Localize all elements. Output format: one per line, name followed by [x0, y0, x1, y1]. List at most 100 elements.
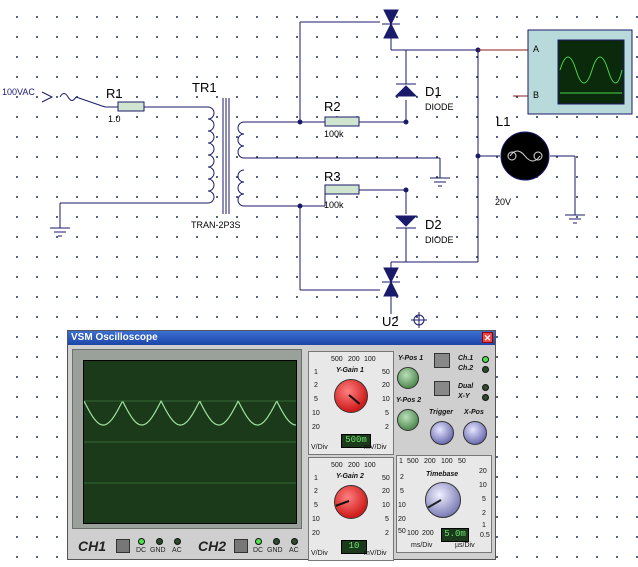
timebase-tick: 20 — [479, 468, 487, 475]
timebase-tick: 10 — [398, 502, 406, 509]
ygain2-tick: 5 — [314, 502, 318, 509]
timebase-tick: 200 — [424, 458, 436, 465]
ch2-gnd-label: GND — [267, 547, 283, 554]
ygain1-knob[interactable] — [334, 379, 368, 413]
ygain1-tick: 2 — [385, 424, 389, 431]
r2-resistor[interactable] — [324, 116, 360, 127]
timebase-tick: 5 — [400, 488, 404, 495]
oscilloscope-window: VSM Oscilloscope ✕ CH1 DC GND AC CH2 DC — [67, 330, 496, 561]
ac-source-symbol[interactable] — [41, 91, 77, 103]
l1-name: L1 — [496, 114, 511, 129]
close-icon: ✕ — [483, 333, 492, 343]
r3-value: 100k — [324, 200, 344, 210]
ygain2-label: Y-Gain 2 — [336, 473, 364, 480]
ch2-label: CH2 — [198, 538, 227, 554]
timebase-tick: 0.5 — [480, 532, 490, 539]
ygain2-control: 500 200 100 1 2 5 10 20 50 20 10 5 2 Y-G… — [308, 457, 394, 561]
ygain1-unit-left: V/Div — [311, 444, 328, 451]
scope-trace-display — [83, 399, 297, 484]
xpos-knob[interactable] — [463, 421, 487, 445]
mode-dual-label: Dual — [458, 383, 474, 390]
scope-terminal-a: A — [533, 44, 540, 54]
scope-display-panel — [72, 349, 302, 529]
tr1-model: TRAN-2P3S — [191, 220, 241, 230]
ch2-gnd-led — [273, 538, 280, 545]
scope-terminal-b: B — [533, 90, 540, 100]
timebase-control: 1 500 200 100 50 2 5 10 20 50 20 10 5 2 … — [396, 455, 492, 553]
r1-value: 1.0 — [108, 114, 121, 124]
dual-mode-button[interactable] — [434, 381, 450, 396]
ch2-button[interactable] — [234, 539, 248, 553]
ygain2-tick: 200 — [348, 462, 360, 469]
timebase-tick: 10 — [479, 482, 487, 489]
timebase-tick: 50 — [398, 528, 406, 535]
channel-controls: CH1 DC GND AC CH2 DC GND AC — [72, 533, 302, 557]
ygain1-tick: 500 — [331, 356, 343, 363]
ygain2-tick: 5 — [385, 516, 389, 523]
r2-name: R2 — [324, 99, 341, 114]
mode-ch2-label: Ch.2 — [458, 365, 474, 372]
l1-value: 20V — [495, 197, 512, 207]
r1-name: R1 — [106, 86, 123, 101]
ygain2-tick: 100 — [364, 462, 376, 469]
mode-xy-label: X-Y — [458, 393, 470, 400]
ch1-ac-led — [174, 538, 181, 545]
close-button[interactable]: ✕ — [482, 332, 493, 343]
ygain2-tick: 20 — [382, 488, 390, 495]
ygain1-tick: 5 — [314, 396, 318, 403]
ygain1-tick: 10 — [312, 410, 320, 417]
mode-ch1-label: Ch.1 — [458, 355, 474, 362]
ygain1-tick: 10 — [382, 396, 390, 403]
tr1-transformer[interactable] — [207, 98, 245, 214]
trigger-knob[interactable] — [430, 421, 454, 445]
ygain2-unit-right: mV/Div — [364, 550, 387, 557]
scope-screen — [83, 360, 297, 524]
ypos2-knob[interactable] — [397, 409, 419, 431]
ygain1-tick: 20 — [382, 382, 390, 389]
timebase-label: Timebase — [426, 471, 459, 478]
scope-probe-symbol[interactable] — [527, 29, 633, 115]
timebase-tick: 100 — [407, 530, 419, 537]
ygain2-knob[interactable] — [334, 485, 368, 519]
timebase-tick: 500 — [407, 458, 419, 465]
d1-model: DIODE — [425, 102, 454, 112]
u2-name: U2 — [382, 314, 399, 329]
timebase-knob[interactable] — [425, 482, 461, 518]
r1-resistor[interactable] — [117, 101, 145, 112]
ch1-dc-label: DC — [136, 547, 147, 554]
ygain1-tick: 20 — [312, 424, 320, 431]
ygain1-tick: 100 — [364, 356, 376, 363]
top-thyristor-symbol[interactable] — [382, 9, 478, 51]
timebase-tick: 100 — [441, 458, 453, 465]
ygain2-readout: 10 — [341, 540, 367, 554]
ch-mode-button[interactable] — [434, 353, 450, 368]
r2-value: 100k — [324, 129, 344, 139]
oscilloscope-title-bar[interactable]: VSM Oscilloscope ✕ — [68, 331, 495, 345]
mode-ch1-led — [482, 356, 489, 363]
mode-dual-led — [482, 384, 489, 391]
ygain2-tick: 1 — [314, 475, 318, 482]
ch1-dc-led — [138, 538, 145, 545]
timebase-tick: 20 — [398, 516, 406, 523]
ch2-dc-led — [255, 538, 262, 545]
ygain2-tick: 20 — [312, 530, 320, 537]
d2-diode[interactable] — [394, 215, 418, 227]
ch1-ac-label: AC — [172, 547, 182, 554]
ypos1-knob[interactable] — [397, 367, 419, 389]
mode-ch2-led — [482, 366, 489, 373]
tr1-name: TR1 — [192, 80, 217, 95]
timebase-tick: 5 — [482, 496, 486, 503]
ygain1-control: 500 200 100 1 2 5 10 20 50 20 10 5 2 Y-G… — [308, 351, 394, 455]
d1-name: D1 — [425, 84, 442, 99]
bottom-thyristor-symbol[interactable] — [382, 261, 478, 314]
timebase-tick: 2 — [482, 510, 486, 517]
ygain1-tick: 50 — [382, 369, 390, 376]
ch1-button[interactable] — [116, 539, 130, 553]
timebase-unit-left: ms/Div — [411, 542, 433, 549]
l1-lamp[interactable] — [500, 131, 550, 181]
ch1-label: CH1 — [78, 538, 107, 554]
ygain2-tick: 10 — [312, 516, 320, 523]
r3-resistor[interactable] — [324, 184, 360, 195]
timebase-tick: 50 — [458, 458, 466, 465]
d1-diode[interactable] — [394, 85, 418, 97]
